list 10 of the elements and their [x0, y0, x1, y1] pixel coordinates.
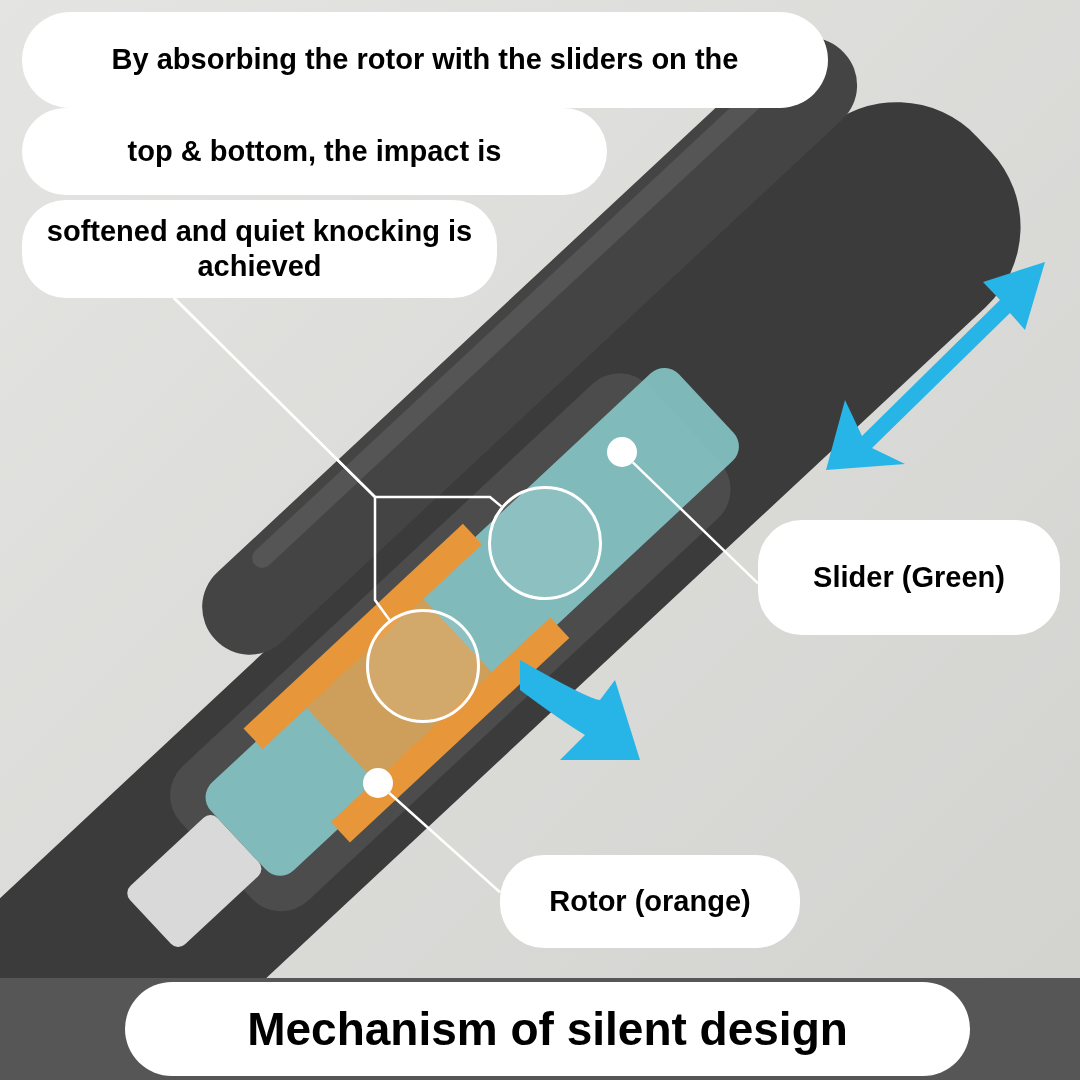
title: Mechanism of silent design	[247, 1001, 848, 1057]
leader-line	[631, 461, 759, 585]
callout-text: By absorbing the rotor with the sliders on the	[111, 42, 739, 78]
leader-line	[173, 297, 391, 621]
part-label: Slider (Green)	[813, 559, 1005, 595]
callout-text: top & bottom, the impact is	[127, 133, 502, 169]
callout-text: softened and quiet knocking is achieved	[45, 214, 474, 284]
leader-line	[388, 792, 501, 894]
callout-box	[758, 520, 1060, 635]
part-label: Rotor (orange)	[549, 883, 751, 919]
